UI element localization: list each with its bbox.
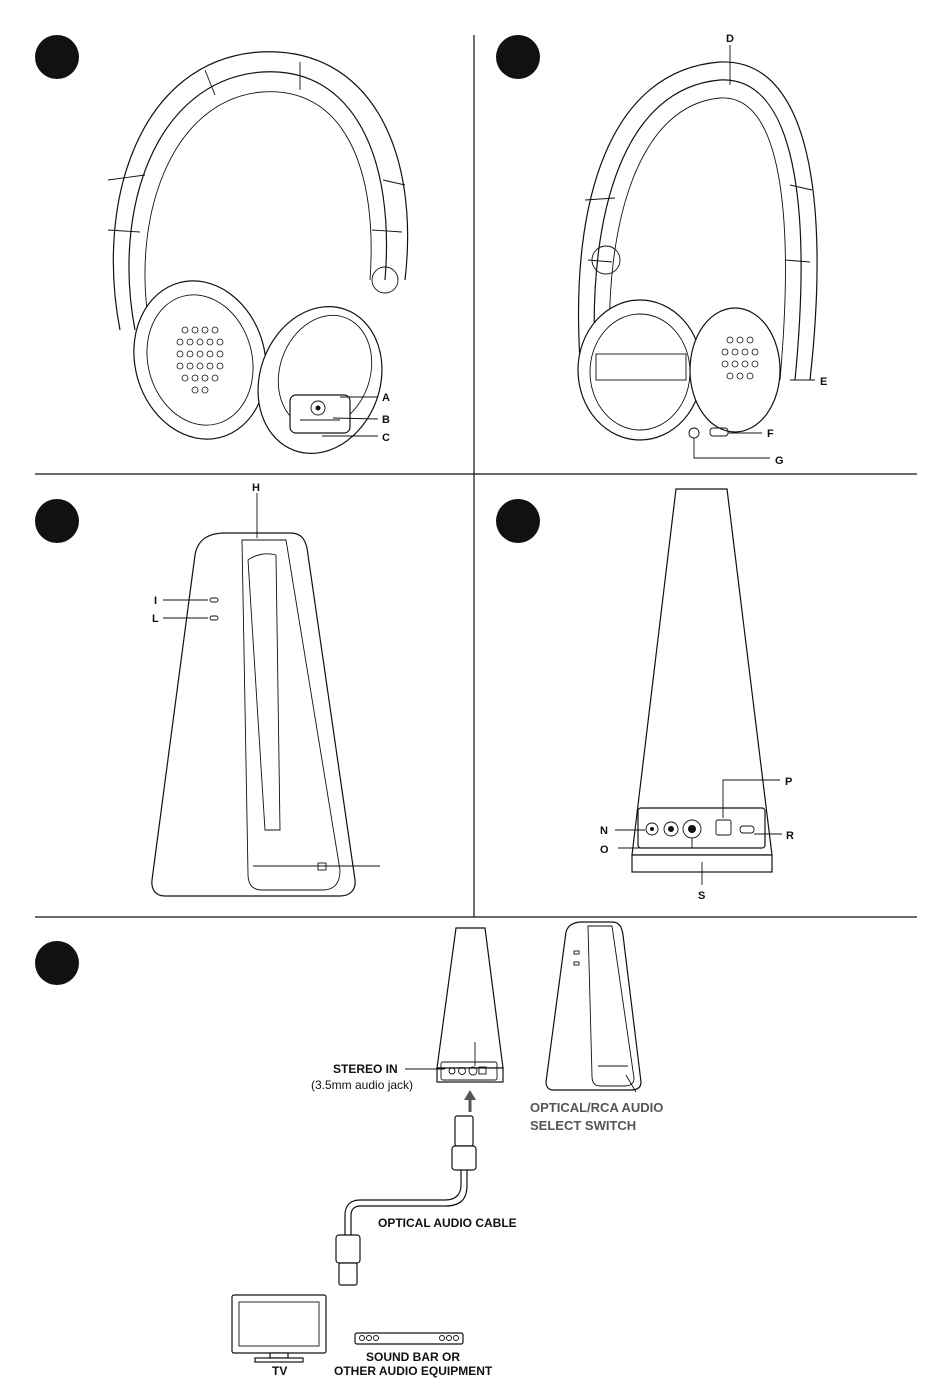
label-n: N [600, 825, 608, 837]
step-badge-3 [35, 499, 79, 543]
headphones-front-illustration [108, 52, 408, 471]
step-badge-5 [35, 941, 79, 985]
label-f: F [767, 428, 774, 440]
headphones-rear-illustration [578, 45, 817, 458]
label-a: A [382, 392, 390, 404]
label-s: S [698, 890, 705, 902]
optical-cable-label: OPTICAL AUDIO CABLE [378, 1216, 517, 1230]
label-b: B [382, 414, 390, 426]
step-badge-2 [496, 35, 540, 79]
label-i: I [154, 595, 157, 607]
soundbar-label-line1: SOUND BAR OR [366, 1350, 460, 1364]
label-g: G [775, 455, 784, 467]
tv-label: TV [272, 1364, 287, 1378]
switch-label-line1: OPTICAL/RCA AUDIO [530, 1100, 663, 1115]
label-h: H [252, 482, 260, 494]
label-e: E [820, 376, 827, 388]
soundbar-label-line2: OTHER AUDIO EQUIPMENT [334, 1364, 493, 1378]
switch-label-line2: SELECT SWITCH [530, 1118, 636, 1133]
label-p: P [785, 776, 792, 788]
step-badge-1 [35, 35, 79, 79]
base-station-front-illustration [152, 493, 380, 896]
label-o: O [600, 844, 609, 856]
connection-illustration [232, 922, 641, 1362]
stereo-in-label: STEREO IN [333, 1062, 398, 1076]
base-station-rear-illustration [615, 489, 782, 885]
label-l: L [152, 613, 159, 625]
label-r: R [786, 830, 794, 842]
step-badge-4 [496, 499, 540, 543]
stereo-in-sublabel: (3.5mm audio jack) [311, 1078, 413, 1092]
label-d: D [726, 33, 734, 45]
label-c: C [382, 432, 390, 444]
